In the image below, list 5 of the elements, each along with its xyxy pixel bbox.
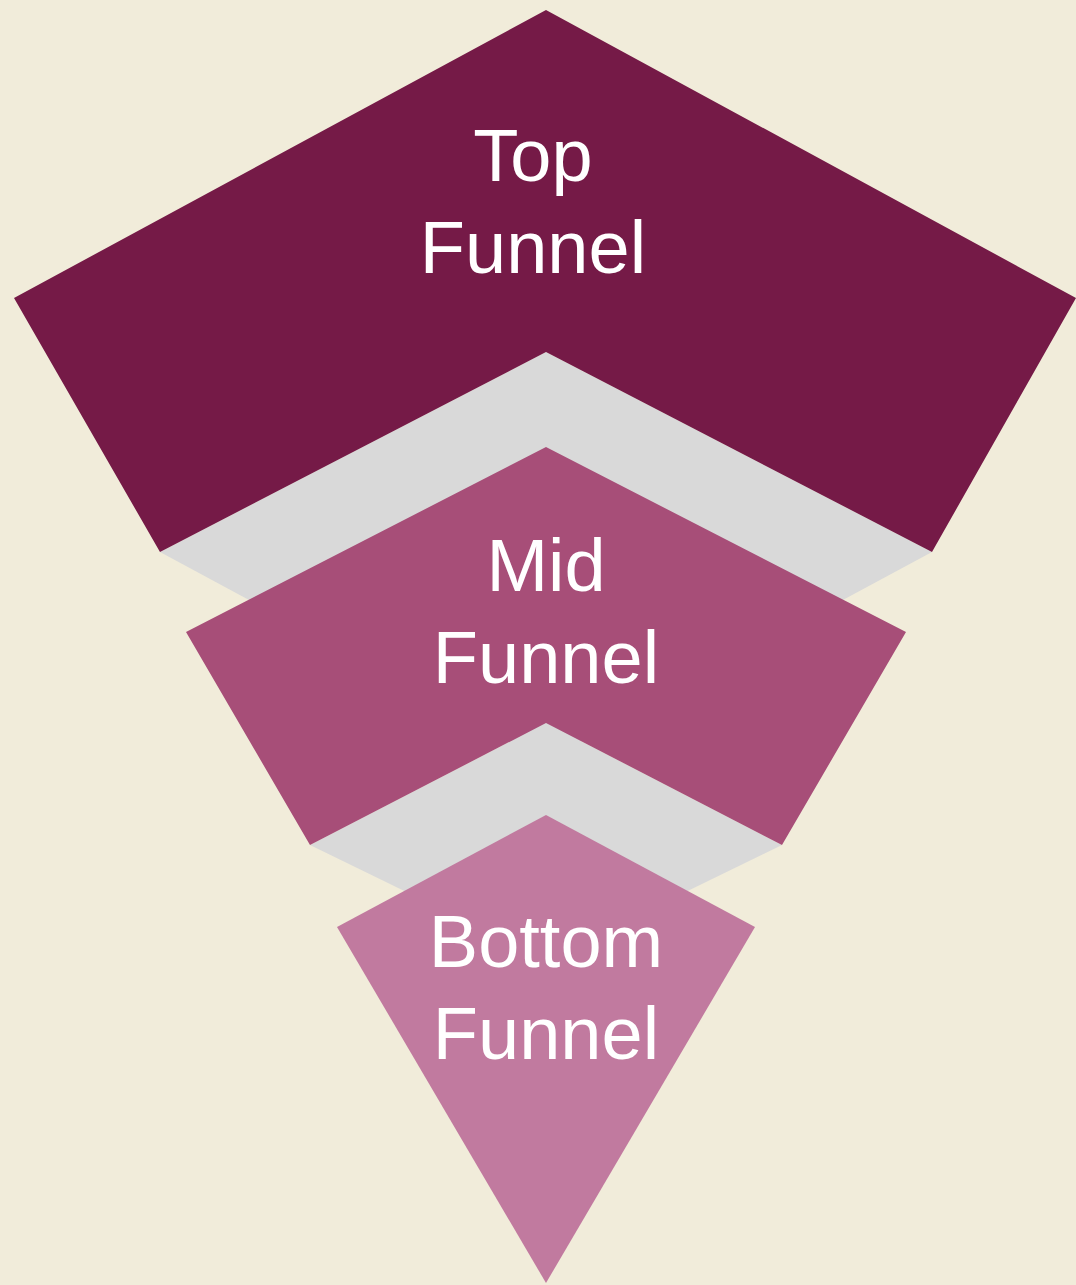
section-label: Mid Funnel bbox=[431, 523, 661, 701]
section-label: Bottom Funnel bbox=[427, 899, 665, 1077]
section-label: Top Funnel bbox=[418, 113, 648, 291]
funnel-section bbox=[186, 447, 906, 845]
funnel-section bbox=[337, 815, 755, 1283]
